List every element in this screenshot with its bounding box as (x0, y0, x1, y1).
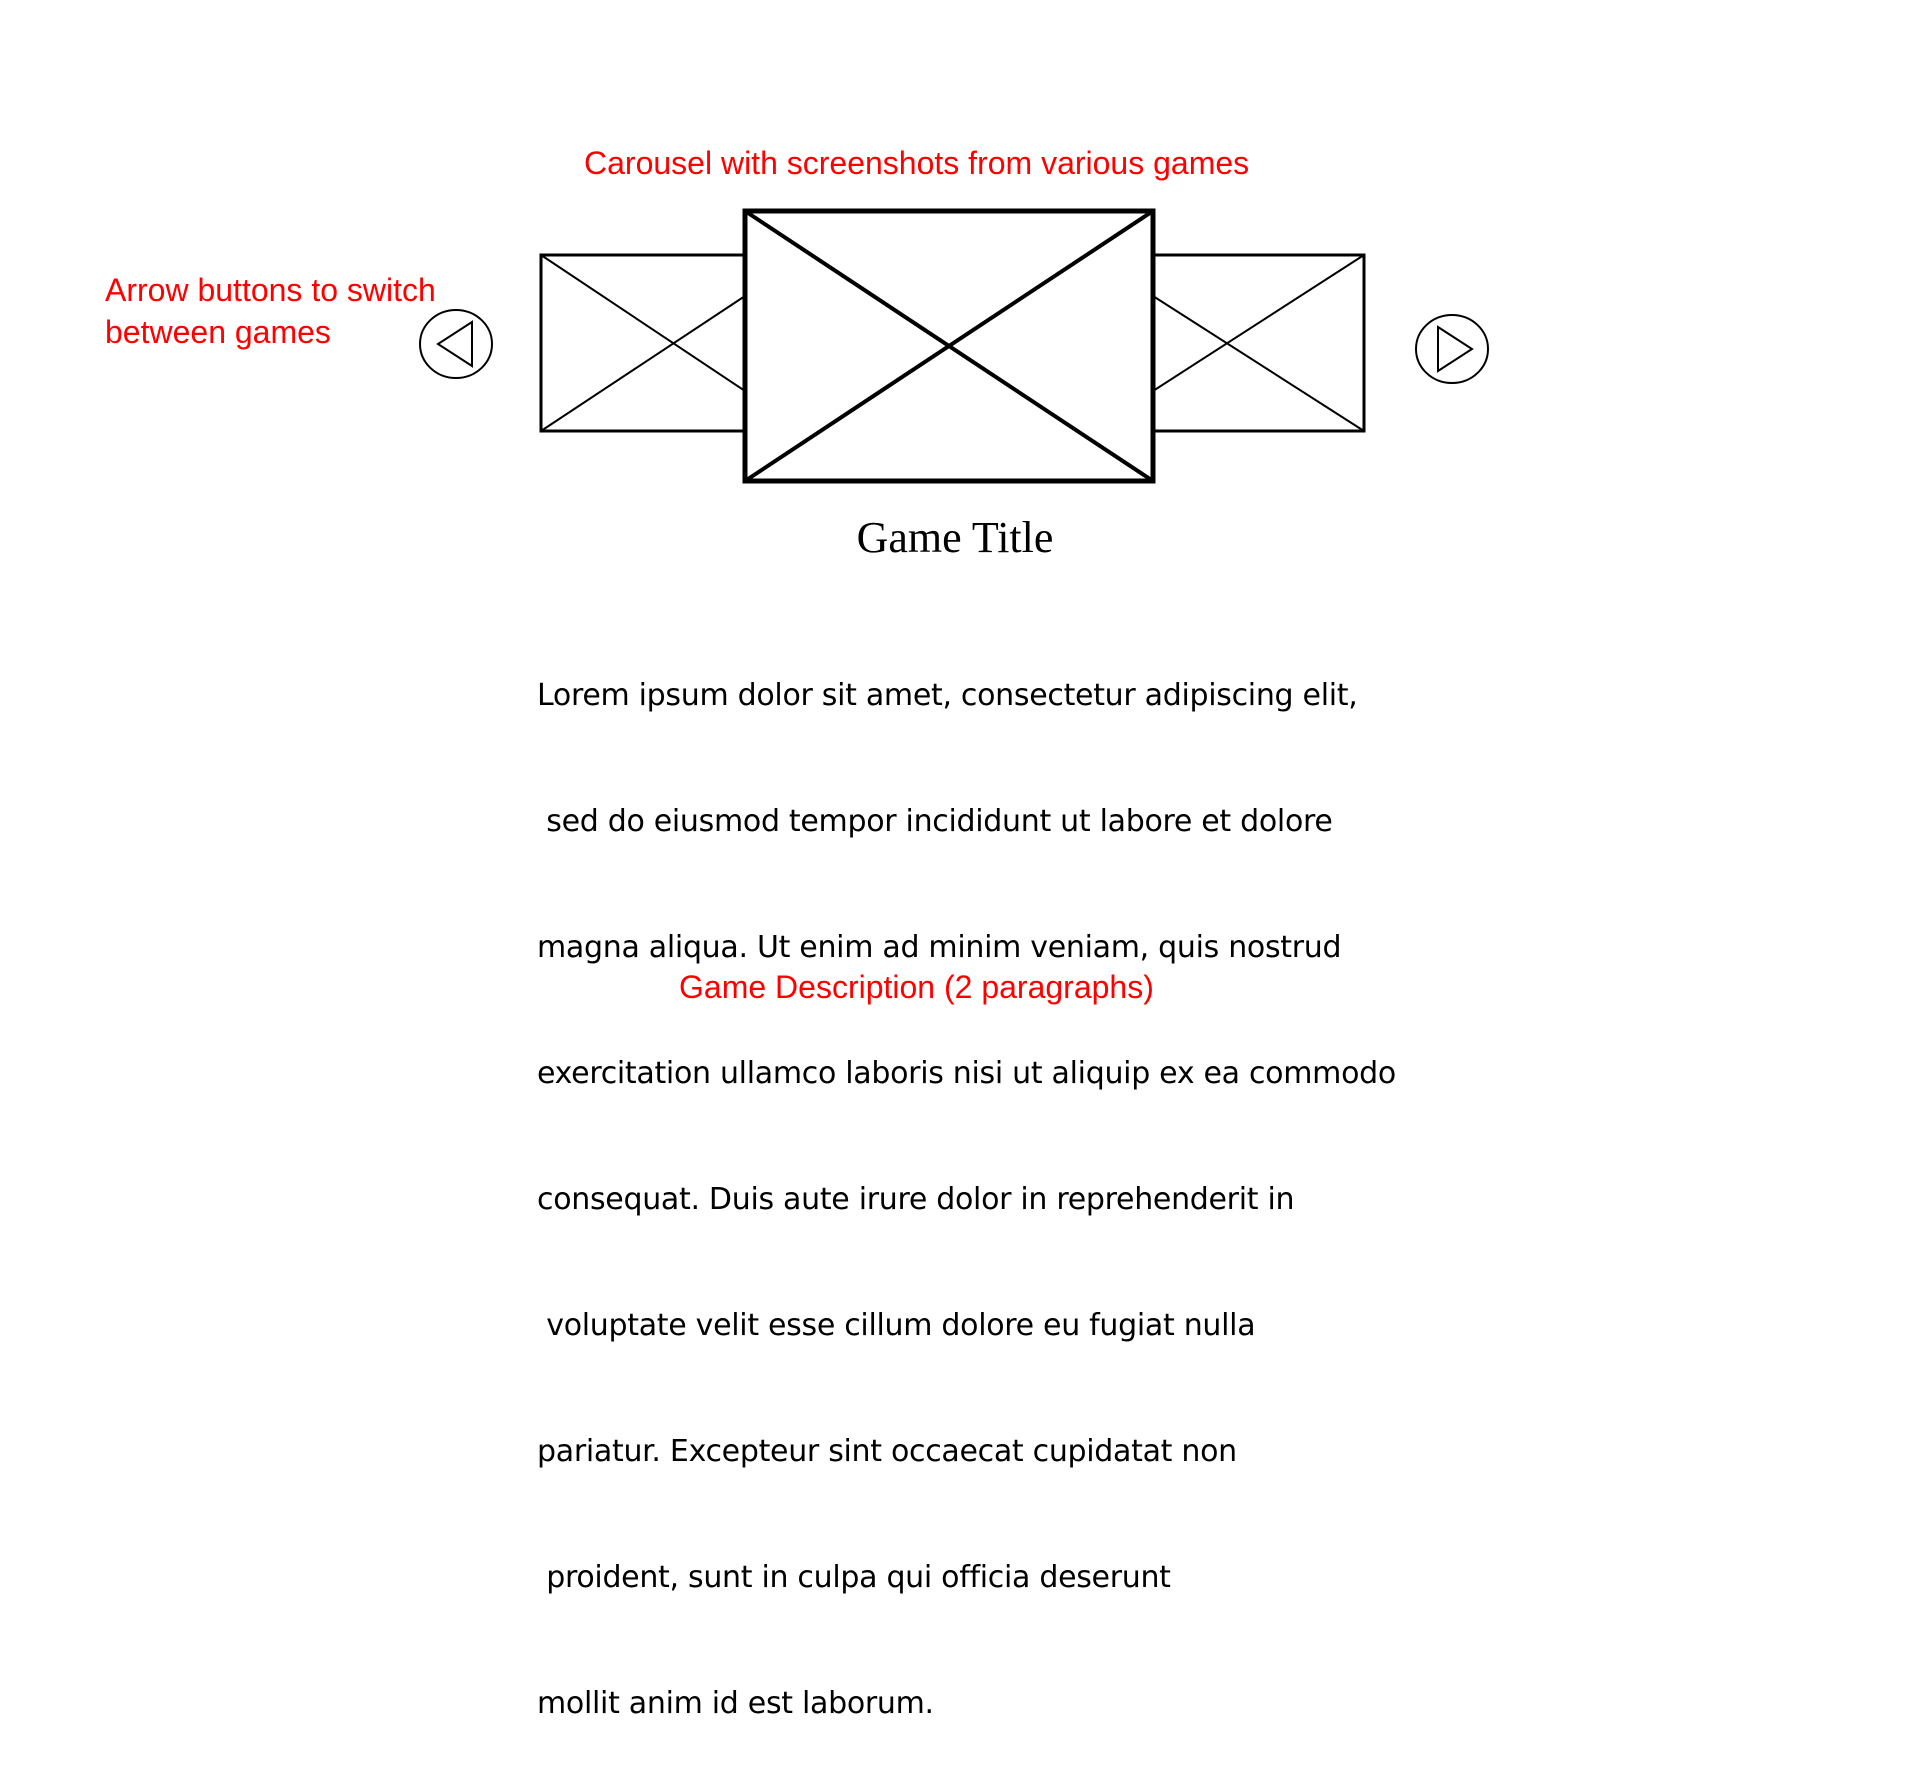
description-line: pariatur. Excepteur sint occaecat cupida… (537, 1434, 1237, 1469)
prev-game-button[interactable] (418, 308, 494, 380)
carousel (539, 208, 1366, 484)
next-game-button[interactable] (1414, 313, 1490, 385)
description-line: exercitation ullamco laboris nisi ut ali… (537, 1056, 1396, 1091)
carousel-image-left[interactable] (539, 253, 747, 433)
carousel-image-center[interactable] (742, 208, 1156, 484)
carousel-image-right[interactable] (1151, 253, 1366, 433)
description-line: mollit anim id est laborum. (537, 1686, 934, 1721)
description-line: sed do eiusmod tempor incididunt ut labo… (537, 804, 1333, 839)
arrows-annotation-line-1: Arrow buttons to switch (105, 272, 436, 308)
description-line: proident, sunt in culpa qui officia dese… (537, 1560, 1171, 1595)
game-title: Game Title (856, 513, 1054, 562)
triangle-left-icon (419, 309, 493, 379)
arrows-annotation: Arrow buttons to switch between games (105, 269, 436, 353)
description-line: Lorem ipsum dolor sit amet, consectetur … (537, 678, 1358, 713)
carousel-annotation: Carousel with screenshots from various g… (584, 145, 1250, 181)
description-annotation: Game Description (2 paragraphs) (679, 969, 1154, 1005)
game-description: Lorem ipsum dolor sit amet, consectetur … (537, 591, 1396, 1767)
arrows-annotation-line-2: between games (105, 314, 331, 350)
description-line: voluptate velit esse cillum dolore eu fu… (537, 1308, 1256, 1343)
triangle-right-icon (1415, 314, 1489, 384)
description-line: consequat. Duis aute irure dolor in repr… (537, 1182, 1295, 1217)
description-line: magna aliqua. Ut enim ad minim veniam, q… (537, 930, 1342, 965)
